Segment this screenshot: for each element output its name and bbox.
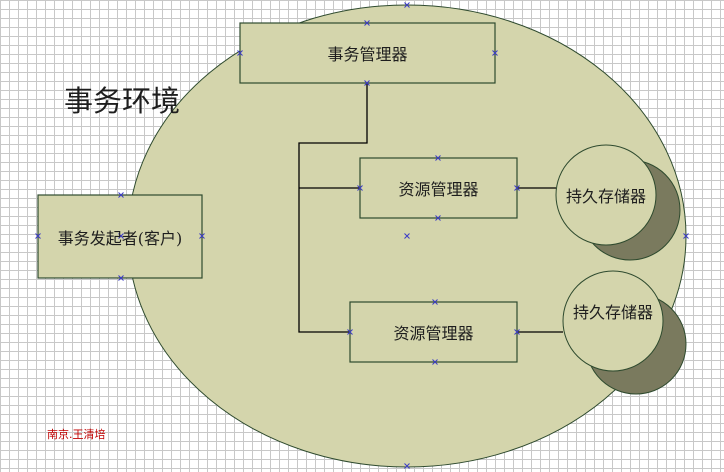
connector-tm-to-rm [298,83,368,333]
storage-1-disk[interactable] [555,144,657,246]
resource-manager-2-box[interactable] [349,301,518,363]
selection-handle[interactable] [435,215,441,221]
selection-handle[interactable] [364,80,370,86]
selection-handle[interactable] [492,50,498,56]
selection-handle[interactable] [357,185,363,191]
selection-handle[interactable] [118,233,124,239]
selection-handle[interactable] [364,20,370,26]
selection-handle[interactable] [35,233,41,239]
author-credit: 南京.王清培 [47,428,106,441]
resource-manager-1-box[interactable] [359,157,518,219]
selection-handle[interactable] [199,233,205,239]
selection-handle[interactable] [432,299,438,305]
selection-handle[interactable] [404,463,410,469]
selection-handle[interactable] [683,233,689,239]
environment-title: 事务环境 [64,84,181,118]
selection-handle[interactable] [118,275,124,281]
selection-handle[interactable] [347,329,353,335]
selection-handle[interactable] [237,50,243,56]
selection-handle[interactable] [404,2,410,8]
selection-handle[interactable] [118,192,124,198]
selection-handle[interactable] [514,329,520,335]
selection-handle[interactable] [432,359,438,365]
selection-handle[interactable] [514,185,520,191]
selection-handle[interactable] [404,233,410,239]
selection-handles [35,2,689,469]
transaction-manager-box[interactable] [239,22,496,84]
connectors [298,83,563,333]
selection-handle[interactable] [435,155,441,161]
storage-2-disk[interactable] [562,270,664,372]
